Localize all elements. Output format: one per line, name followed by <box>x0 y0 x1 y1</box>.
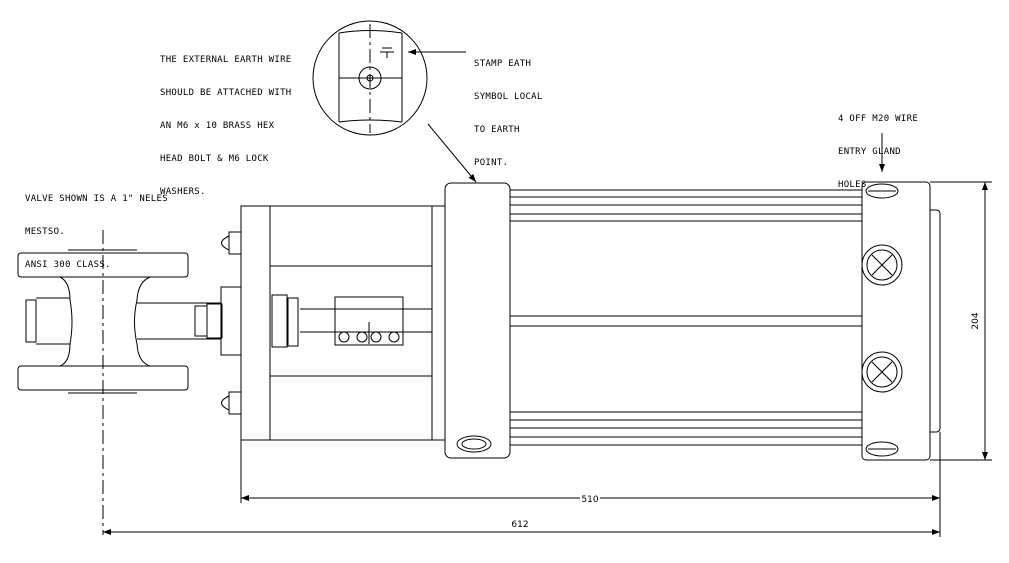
earth-wire-note: THE EXTERNAL EARTH WIRE SHOULD BE ATTACH… <box>160 33 292 209</box>
note-line: AN M6 x 10 BRASS HEX <box>160 121 275 131</box>
note-line: SHOULD BE ATTACHED WITH <box>160 88 292 98</box>
gland-note: 4 OFF M20 WIRE ENTRY GLAND HOLES <box>838 92 918 202</box>
note-line: THE EXTERNAL EARTH WIRE <box>160 55 292 65</box>
dimension-housing-label: 510 <box>581 495 598 505</box>
note-line: TO EARTH <box>474 125 520 135</box>
earth-point-detail <box>312 20 477 183</box>
tie-rods <box>510 189 862 446</box>
valve-note: VALVE SHOWN IS A 1" NELES MESTSO. ANSI 3… <box>25 172 168 282</box>
dimension-204: 204 <box>930 181 992 461</box>
dimension-510: 510 <box>240 432 941 537</box>
bolt-head-top <box>221 231 242 255</box>
note-line: WASHERS. <box>160 187 206 197</box>
dimension-overall-label: 612 <box>511 520 528 530</box>
dimension-height-label: 204 <box>971 312 981 329</box>
note-line: POINT. <box>474 158 509 168</box>
note-line: STAMP EATH <box>474 59 532 69</box>
bolt-head-bottom <box>221 391 242 415</box>
end-plate <box>444 182 511 459</box>
end-cap <box>861 133 941 461</box>
note-line: VALVE SHOWN IS A 1" NELES <box>25 194 168 204</box>
note-line: HOLES <box>838 180 867 190</box>
note-line: SYMBOL LOCAL <box>474 92 543 102</box>
actuator-housing <box>221 205 446 441</box>
valve <box>17 230 242 535</box>
detail-leader-arrow <box>427 123 477 183</box>
gland-hole-icon <box>865 183 899 199</box>
note-line: ENTRY GLAND <box>838 147 901 157</box>
dimension-612: 612 <box>103 520 940 535</box>
note-line: HEAD BOLT & M6 LOCK <box>160 154 269 164</box>
note-line: 4 OFF M20 WIRE <box>838 114 919 124</box>
stamp-note: STAMP EATH SYMBOL LOCAL TO EARTH POINT. <box>474 37 543 180</box>
gland-hole-icon <box>861 351 903 393</box>
note-line: ANSI 300 CLASS. <box>25 260 111 270</box>
terminal-screws <box>338 322 400 344</box>
gland-hole-icon <box>861 244 903 286</box>
gland-hole-icon <box>865 441 899 457</box>
note-line: MESTSO. <box>25 227 66 237</box>
earth-symbol-icon <box>380 47 394 58</box>
